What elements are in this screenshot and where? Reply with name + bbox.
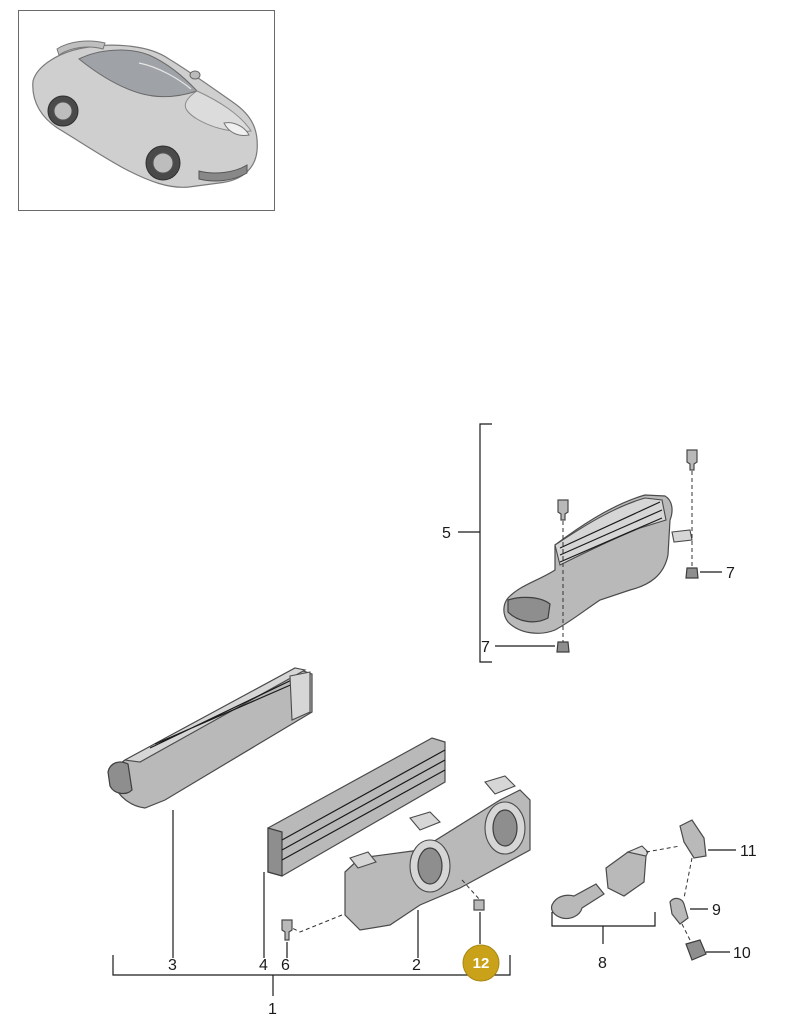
group-bracket-1: [112, 955, 511, 976]
callout-9: 9: [712, 902, 721, 919]
connector-11: [679, 819, 736, 899]
car-thumbnail-icon: [32, 40, 258, 188]
screw-6: [281, 919, 293, 958]
callout-4: 4: [259, 957, 268, 974]
bolt-top-right: [686, 449, 698, 471]
intake-duct-assembly: [458, 423, 722, 663]
sensor-assembly-8: [550, 845, 681, 944]
group-bracket-5: [479, 423, 492, 663]
callout-8: 8: [598, 955, 607, 972]
callout-11: 11: [740, 843, 757, 860]
callout-3: 3: [168, 957, 177, 974]
callout-6: 6: [281, 957, 290, 974]
cap-10: [685, 939, 730, 961]
clip-12: [461, 879, 485, 944]
callout-2: 2: [412, 957, 421, 974]
hose-9: [669, 897, 708, 941]
bolt-top-left: [557, 499, 569, 521]
callout-10: 10: [733, 945, 751, 962]
valve-8: [605, 851, 647, 897]
callout-7-right: 7: [726, 565, 735, 582]
filter-housing-lower: [291, 775, 531, 958]
filter-housing-cover: [107, 667, 313, 958]
hose-8: [550, 883, 605, 920]
highlight-badge: [462, 944, 500, 982]
vehicle-thumbnail-frame: [18, 10, 275, 211]
nut-7-right: [685, 567, 699, 579]
callout-1: 1: [268, 1001, 277, 1018]
callout-12: 12: [473, 955, 490, 972]
callout-5: 5: [442, 525, 451, 542]
nut-7-left: [556, 641, 570, 653]
callout-7-left: 7: [481, 639, 490, 656]
air-filter-element: [263, 737, 446, 958]
